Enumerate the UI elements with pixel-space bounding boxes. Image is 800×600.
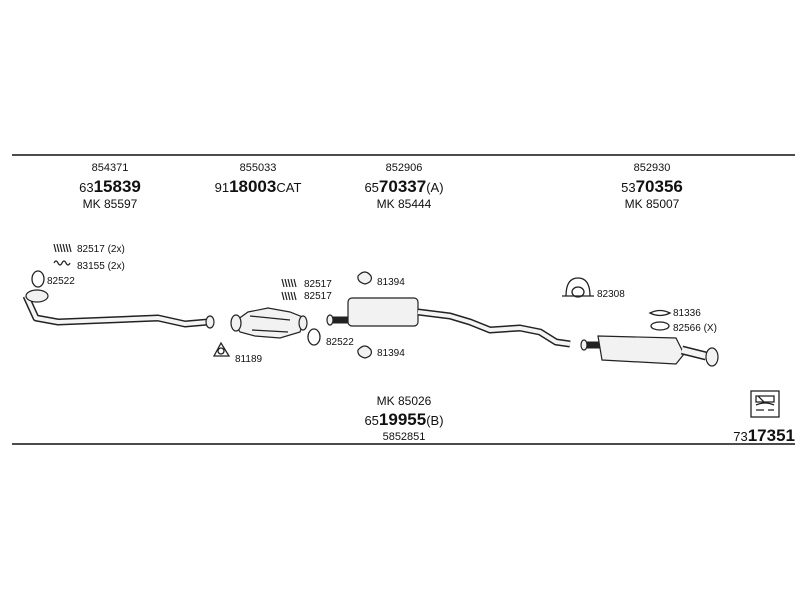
gasket-icon — [648, 309, 672, 317]
group1-ref: 854371 — [92, 162, 129, 174]
gasket-icon — [650, 321, 670, 331]
part-82517-2x: 82517 (2x) — [77, 244, 125, 255]
group4-ref: 852930 — [634, 162, 671, 174]
catalytic-converter — [230, 307, 308, 339]
group4-code: 5370356 — [621, 177, 683, 196]
group2-ref: 855033 — [240, 162, 277, 174]
group3-code: 6570337(A) — [364, 177, 443, 196]
rubber-hanger-icon — [357, 271, 372, 285]
bolt-icon — [53, 243, 72, 253]
spring-icon — [53, 260, 71, 266]
part-81394-b: 81394 — [377, 348, 405, 359]
center-silencer — [326, 297, 571, 348]
group1-code: 6315839 — [79, 177, 141, 196]
group2-code: 9118003CAT — [215, 177, 302, 196]
rubber-hanger-icon — [357, 345, 372, 359]
part-82566-x: 82566 (X) — [673, 323, 717, 334]
part-82308: 82308 — [597, 289, 625, 300]
group3-ref: 852906 — [386, 162, 423, 174]
front-pipe — [22, 289, 215, 329]
clamp-icon — [562, 277, 594, 298]
part-81189: 81189 — [235, 354, 263, 365]
rear-silencer — [580, 335, 719, 367]
group4-kit: MK 85007 — [625, 197, 680, 211]
part-83155-2x: 83155 (2x) — [77, 261, 125, 272]
bottom-ref: 5852851 — [383, 431, 426, 443]
bottom-code: 6519955(B) — [364, 410, 443, 429]
part-81394-a: 81394 — [377, 277, 405, 288]
group1-kit: MK 85597 — [83, 197, 138, 211]
part-82522-b: 82522 — [326, 337, 354, 348]
part-82517-a: 82517 — [304, 279, 332, 290]
part-81336: 81336 — [673, 308, 701, 319]
diagram-number: 7317351 — [733, 426, 795, 445]
group3-kit: MK 85444 — [377, 197, 432, 211]
bolt-icon — [281, 278, 297, 301]
part-82517-b: 82517 — [304, 291, 332, 302]
catalog-symbol-icon — [750, 390, 780, 418]
gasket-icon — [307, 328, 321, 346]
bottom-kit: MK 85026 — [377, 394, 432, 408]
gasket-icon — [31, 270, 45, 288]
part-82522-a: 82522 — [47, 276, 75, 287]
gasket-icon — [212, 341, 231, 357]
